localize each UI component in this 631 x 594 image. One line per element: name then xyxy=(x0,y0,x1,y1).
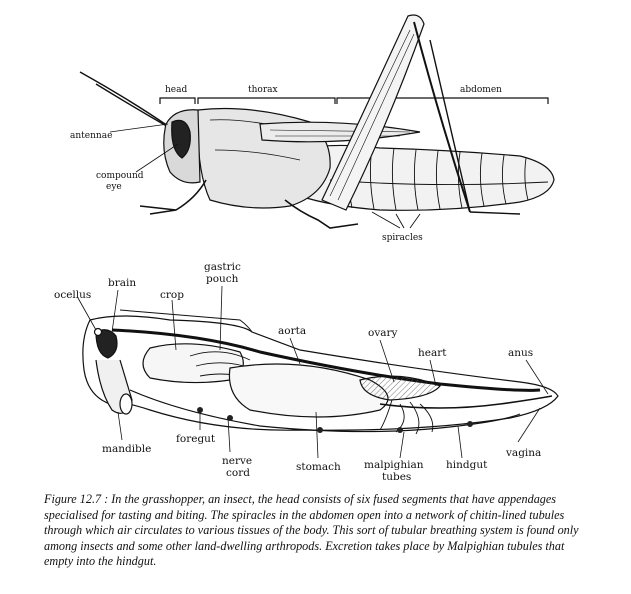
internal-anatomy-diagram xyxy=(78,286,558,458)
label-anus: anus xyxy=(508,347,533,359)
label-head: head xyxy=(165,85,187,95)
figure-number: Figure 12.7 : xyxy=(44,492,108,506)
front-leg xyxy=(140,180,206,214)
label-abdomen: abdomen xyxy=(460,85,502,95)
label-stomach: stomach xyxy=(296,461,341,473)
label-ocellus: ocellus xyxy=(54,289,91,301)
label-gastric-pouch-2: pouch xyxy=(206,273,239,285)
antenna-1 xyxy=(80,72,168,126)
label-mandible: mandible xyxy=(102,443,151,455)
label-malpighian-2: tubes xyxy=(382,471,411,483)
label-crop: crop xyxy=(160,289,184,301)
label-ovary: ovary xyxy=(368,327,398,339)
label-antennae: antennae xyxy=(70,131,112,141)
label-heart: heart xyxy=(418,347,447,359)
label-nerve-cord-1: nerve xyxy=(222,455,252,467)
figure-caption: Figure 12.7 : In the grasshopper, an ins… xyxy=(44,492,596,570)
label-spiracles: spiracles xyxy=(382,233,423,243)
label-foregut: foregut xyxy=(176,433,216,445)
label-compound-eye-1: compound xyxy=(96,171,144,181)
label-brain: brain xyxy=(108,277,136,289)
external-anatomy-diagram xyxy=(80,15,554,228)
label-malpighian-1: malpighian xyxy=(364,459,424,471)
thorax-bracket xyxy=(198,98,335,104)
label-gastric-pouch-1: gastric xyxy=(204,261,241,273)
label-vagina: vagina xyxy=(505,447,541,459)
label-thorax: thorax xyxy=(248,85,278,95)
label-aorta: aorta xyxy=(278,325,306,337)
label-nerve-cord-2: cord xyxy=(226,467,250,479)
label-compound-eye-2: eye xyxy=(106,182,122,192)
caption-text: In the grasshopper, an insect, the head … xyxy=(44,492,579,568)
head-bracket xyxy=(160,98,195,104)
label-hindgut: hindgut xyxy=(446,459,488,471)
antenna-2 xyxy=(96,84,170,128)
